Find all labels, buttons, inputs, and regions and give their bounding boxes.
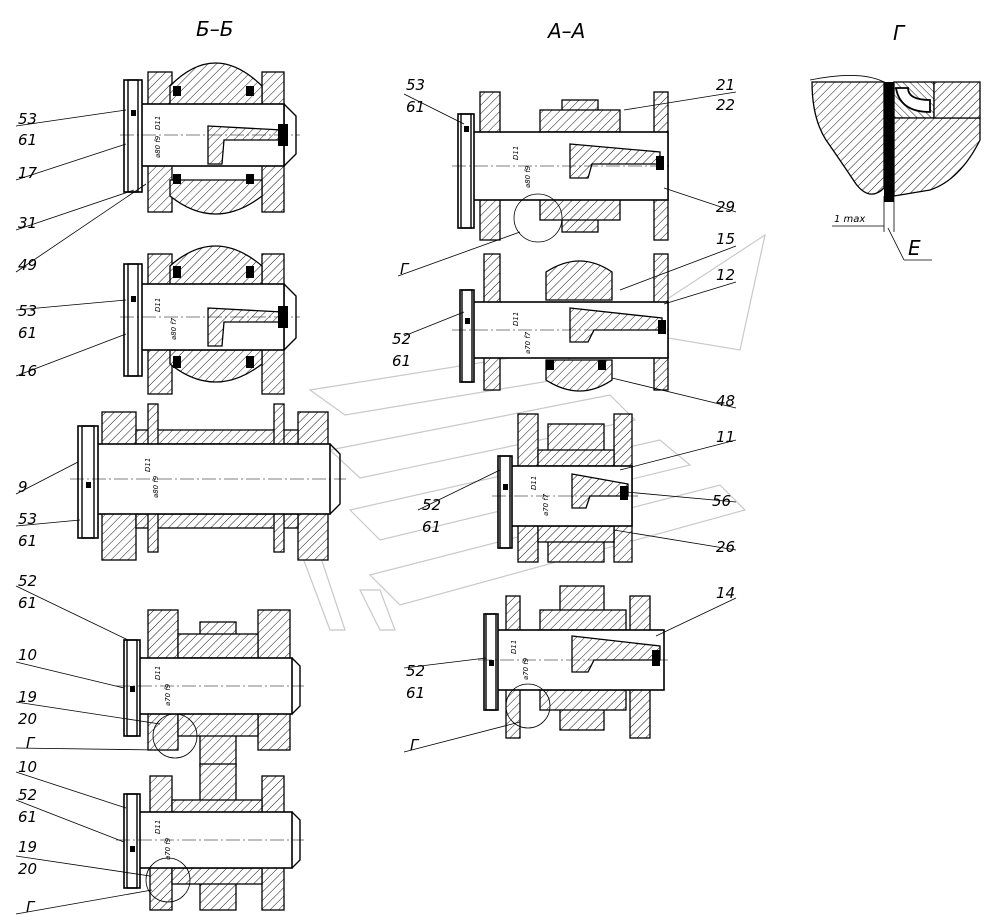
label-bb1-31: 31 bbox=[18, 214, 37, 232]
label-bb4-19: 19 bbox=[18, 688, 37, 706]
bb-assembly-5: ⌀70 f9 D11 bbox=[116, 763, 304, 911]
label-bb3-9: 9 bbox=[18, 478, 28, 496]
aa-assembly-1: ⌀80 f9 D11 bbox=[452, 91, 672, 243]
label-aa1-53: 53 bbox=[406, 76, 425, 94]
label-bb2-61: 61 bbox=[18, 324, 37, 342]
dim-d11-1: D11 bbox=[154, 116, 162, 130]
aa-assembly-3: ⌀70 f7 D11 bbox=[492, 413, 638, 563]
label-bb1-17: 17 bbox=[18, 164, 38, 182]
view-title-aa: А–А bbox=[546, 19, 585, 43]
dim-d11-4: D11 bbox=[154, 666, 162, 680]
label-aa1-21: 21 bbox=[716, 76, 735, 94]
detail-tolerance: 1 max bbox=[834, 214, 865, 225]
bb-assembly-2: ⌀80 f7 D11 bbox=[120, 245, 300, 395]
label-aa4-g: Г bbox=[410, 736, 420, 754]
label-bb5-g: Г bbox=[26, 898, 36, 916]
label-aa2-52: 52 bbox=[392, 330, 411, 348]
dim-d70f7-a3: ⌀70 f7 bbox=[542, 493, 550, 516]
detail-label-e: Е bbox=[908, 236, 921, 260]
label-aa1-29: 29 bbox=[716, 198, 735, 216]
dim-d80f9-3: ⌀80 f9 bbox=[152, 475, 160, 498]
view-title-bb: Б–Б bbox=[196, 17, 233, 41]
label-bb2-16: 16 bbox=[18, 362, 37, 380]
bb-assembly-3: ⌀80 f9 D11 bbox=[70, 403, 346, 561]
label-bb3-61: 61 bbox=[18, 532, 37, 550]
label-aa1-g: Г bbox=[400, 260, 410, 278]
detail-g: 1 max Е bbox=[809, 75, 981, 261]
label-bb4-10: 10 bbox=[18, 646, 37, 664]
bb-assembly-4: ⌀70 f9 D11 bbox=[116, 609, 304, 767]
dim-d11-5: D11 bbox=[154, 820, 162, 834]
dim-d11-a3: D11 bbox=[530, 476, 538, 490]
view-title-g: Г bbox=[893, 21, 906, 45]
label-bb1-53: 53 bbox=[18, 110, 37, 128]
label-bb5-19: 19 bbox=[18, 838, 37, 856]
label-aa1-61: 61 bbox=[406, 98, 425, 116]
dim-d70f9-a4: ⌀70 f9 bbox=[522, 657, 530, 680]
label-aa2-48: 48 bbox=[716, 392, 735, 410]
dim-d80f9-1: ⌀80 f9 bbox=[154, 135, 162, 158]
label-aa3-52: 52 bbox=[422, 496, 441, 514]
label-aa4-52: 52 bbox=[406, 662, 425, 680]
leader-lines bbox=[15, 91, 737, 915]
label-aa3-56: 56 bbox=[712, 492, 731, 510]
label-aa2-12: 12 bbox=[716, 266, 735, 284]
dim-d11-a1: D11 bbox=[512, 146, 520, 160]
label-bb1-61: 61 bbox=[18, 131, 37, 149]
label-bb1-49: 49 bbox=[18, 256, 37, 274]
dim-d11-a2: D11 bbox=[512, 312, 520, 326]
label-aa3-11: 11 bbox=[716, 428, 735, 446]
dim-d80f7-2: ⌀80 f7 bbox=[170, 317, 178, 340]
bb-assembly-1: ⌀80 f9 D11 bbox=[120, 62, 300, 215]
label-bb5-10: 10 bbox=[18, 758, 37, 776]
label-bb5-20: 20 bbox=[18, 860, 37, 878]
label-aa2-61: 61 bbox=[392, 352, 411, 370]
dim-d11-a4: D11 bbox=[510, 640, 518, 654]
label-bb5-52: 52 bbox=[18, 786, 37, 804]
aa-assembly-4: ⌀70 f9 D11 bbox=[478, 585, 668, 739]
dim-d70f9-4: ⌀70 f9 bbox=[164, 683, 172, 706]
dim-d11-2: D11 bbox=[154, 298, 162, 312]
label-bb5-61: 61 bbox=[18, 808, 37, 826]
label-bb4-20: 20 bbox=[18, 710, 37, 728]
label-bb4-g: Г bbox=[26, 734, 36, 752]
dim-d80f9-a1: ⌀80 f9 bbox=[524, 165, 532, 188]
dim-d11-3: D11 bbox=[144, 458, 152, 472]
label-aa3-61: 61 bbox=[422, 518, 441, 536]
label-bb2-53: 53 bbox=[18, 302, 37, 320]
label-aa4-61: 61 bbox=[406, 684, 425, 702]
label-aa1-22: 22 bbox=[716, 96, 735, 114]
label-bb3-53: 53 bbox=[18, 510, 37, 528]
dim-d70f9-5: ⌀70 f9 bbox=[164, 837, 172, 860]
dim-d70f7-a2: ⌀70 f7 bbox=[524, 331, 532, 354]
label-bb4-52: 52 bbox=[18, 572, 37, 590]
label-aa3-26: 26 bbox=[716, 538, 735, 556]
label-aa2-15: 15 bbox=[716, 230, 735, 248]
aa-assembly-2: ⌀70 f7 D11 bbox=[452, 253, 672, 392]
label-bb4-61: 61 bbox=[18, 594, 37, 612]
label-aa4-14: 14 bbox=[716, 584, 735, 602]
